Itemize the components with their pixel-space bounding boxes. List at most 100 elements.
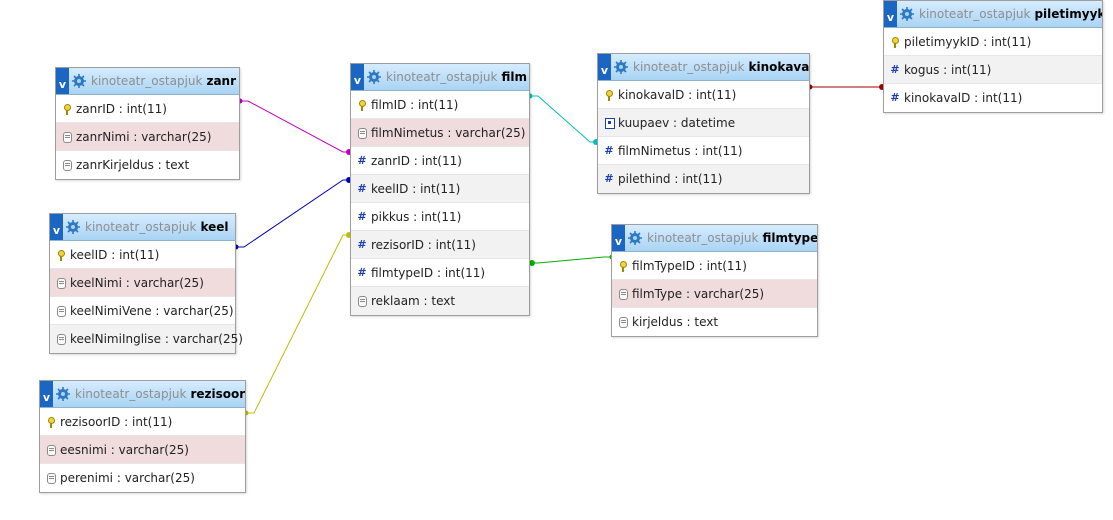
table-header[interactable]: v kinoteatr_ostapjuk kinokava	[598, 54, 809, 81]
column-row[interactable]: kirjeldus : text	[612, 308, 817, 336]
column-row[interactable]: kinokavalD : int(11)	[598, 81, 809, 109]
column-label: eesnimi : varchar(25)	[60, 442, 189, 457]
table-name: film	[501, 70, 527, 84]
column-label: zanrKirjeldus : text	[76, 158, 190, 172]
column-label: pikkus : int(11)	[371, 209, 462, 224]
table-zanr[interactable]: v kinoteatr_ostapjuk zanr zanrID : int(1…	[55, 67, 240, 180]
table-kinokava[interactable]: v kinoteatr_ostapjuk kinokava kinokavalD…	[597, 53, 810, 194]
column-row[interactable]: filmType : varchar(25)	[612, 280, 817, 308]
column-label: filmTypeID : int(11)	[632, 258, 747, 273]
table-header[interactable]: v kinoteatr_ostapjuk filmtype	[612, 225, 817, 252]
table-header[interactable]: v kinoteatr_ostapjuk zanr	[56, 68, 239, 95]
relation-film-kinokava	[530, 95, 598, 143]
number-column-icon: #	[357, 181, 367, 195]
column-label: kinokavalD : int(11)	[904, 91, 1023, 105]
column-row[interactable]: #filmtypeID : int(11)	[351, 259, 529, 287]
column-label: kogus : int(11)	[904, 62, 992, 77]
number-column-icon: #	[890, 62, 900, 76]
toggle-button[interactable]: v	[884, 1, 897, 27]
text-column-icon	[56, 333, 66, 345]
column-label: reklaam : text	[371, 294, 456, 308]
relation-keel-film	[236, 179, 351, 248]
gear-icon[interactable]	[66, 220, 80, 234]
database-name: kinoteatr_ostapjuk	[91, 74, 203, 88]
text-column-icon	[618, 316, 628, 328]
column-row[interactable]: zanrID : int(11)	[56, 95, 239, 123]
column-label: rezisoorID : int(11)	[60, 414, 173, 429]
column-row[interactable]: #zanrID : int(11)	[351, 147, 529, 175]
column-row[interactable]: rezisoorID : int(11)	[40, 408, 245, 436]
text-column-icon	[62, 159, 72, 171]
column-row[interactable]: kuupaev : datetime	[598, 109, 809, 137]
text-column-icon	[62, 131, 72, 143]
column-row[interactable]: # kogus : int(11)	[884, 56, 1102, 84]
column-row[interactable]: # filmNimetus : int(11)	[598, 137, 809, 165]
table-name: zanr	[206, 74, 237, 88]
number-column-icon: #	[357, 265, 367, 279]
column-label: filmNimetus : varchar(25)	[371, 125, 526, 140]
number-column-icon: #	[604, 143, 614, 157]
column-row[interactable]: filmID : int(11)	[351, 91, 529, 119]
column-row[interactable]: eesnimi : varchar(25)	[40, 436, 245, 464]
column-row[interactable]: keelID : int(11)	[50, 241, 235, 269]
table-keel[interactable]: v kinoteatr_ostapjuk keel keelID : int(1…	[49, 213, 243, 354]
table-piletimyyk[interactable]: v kinoteatr_ostapjuk piletimyyk piletimy…	[883, 0, 1103, 113]
toggle-button[interactable]: v	[40, 381, 53, 407]
column-row[interactable]: keelNimiVene : varchar(25)	[50, 297, 235, 325]
column-label: filmID : int(11)	[371, 97, 459, 112]
table-header[interactable]: v kinoteatr_ostapjuk piletimyyk	[884, 1, 1102, 28]
column-row[interactable]: keelNimiInglise : varchar(25)	[50, 325, 243, 353]
column-row[interactable]: #keelID : int(11)	[351, 175, 529, 203]
database-name: kinoteatr_ostapjuk	[85, 220, 197, 234]
table-header[interactable]: v kinoteatr_ostapjuk film	[351, 64, 529, 91]
toggle-button[interactable]: v	[56, 68, 69, 94]
table-film[interactable]: v kinoteatr_ostapjuk film filmID : int(1…	[350, 63, 530, 316]
column-label: keelID : int(11)	[70, 247, 160, 262]
column-label: kuupaev : datetime	[618, 115, 736, 130]
column-row[interactable]: zanrKirjeldus : text	[56, 151, 239, 179]
gear-icon[interactable]	[367, 70, 381, 84]
table-name: piletimyyk	[1034, 7, 1102, 21]
table-rezisoor[interactable]: v kinoteatr_ostapjuk rezisoor rezisoorID…	[39, 380, 246, 493]
database-name: kinoteatr_ostapjuk	[633, 60, 745, 74]
primary-key-icon	[604, 89, 614, 101]
column-label: keelNimiInglise : varchar(25)	[70, 332, 243, 346]
relation-film-filmtype	[530, 256, 612, 264]
column-label: perenimi : varchar(25)	[60, 471, 195, 485]
column-row[interactable]: perenimi : varchar(25)	[40, 464, 245, 492]
column-row[interactable]: piletimyykID : int(11)	[884, 28, 1102, 56]
table-header[interactable]: v kinoteatr_ostapjuk rezisoor	[40, 381, 245, 408]
toggle-button[interactable]: v	[612, 225, 625, 251]
column-row[interactable]: #rezisorID : int(11)	[351, 231, 529, 259]
gear-icon[interactable]	[56, 387, 70, 401]
toggle-button[interactable]: v	[50, 214, 63, 240]
column-row[interactable]: filmTypeID : int(11)	[612, 252, 817, 280]
column-row[interactable]: reklaam : text	[351, 287, 529, 315]
toggle-button[interactable]: v	[598, 54, 611, 80]
gear-icon[interactable]	[614, 60, 628, 74]
column-row[interactable]: #pikkus : int(11)	[351, 203, 529, 231]
text-column-icon	[46, 472, 56, 484]
gear-icon[interactable]	[72, 74, 86, 88]
primary-key-icon	[357, 99, 367, 111]
gear-icon[interactable]	[628, 231, 642, 245]
toggle-button[interactable]: v	[351, 64, 364, 90]
column-row[interactable]: #kinokavalD : int(11)	[884, 84, 1102, 112]
text-column-icon	[46, 444, 56, 456]
database-name: kinoteatr_ostapjuk	[75, 387, 187, 401]
column-row[interactable]: filmNimetus : varchar(25)	[351, 119, 529, 147]
column-label: rezisorID : int(11)	[371, 237, 476, 252]
table-name: kinokava	[748, 60, 809, 74]
column-row[interactable]: keelNimi : varchar(25)	[50, 269, 235, 297]
column-label: zanrID : int(11)	[371, 153, 462, 168]
primary-key-icon	[62, 103, 72, 115]
column-row[interactable]: #pilethind : int(11)	[598, 165, 809, 193]
table-header[interactable]: v kinoteatr_ostapjuk keel	[50, 214, 235, 241]
column-label: filmNimetus : int(11)	[618, 143, 743, 158]
table-filmtype[interactable]: v kinoteatr_ostapjuk filmtype filmTypeID…	[611, 224, 818, 337]
gear-icon[interactable]	[900, 7, 914, 21]
number-column-icon: #	[604, 172, 614, 185]
database-name: kinoteatr_ostapjuk	[919, 7, 1031, 21]
column-row[interactable]: zanrNimi : varchar(25)	[56, 123, 239, 151]
text-column-icon	[357, 295, 367, 307]
